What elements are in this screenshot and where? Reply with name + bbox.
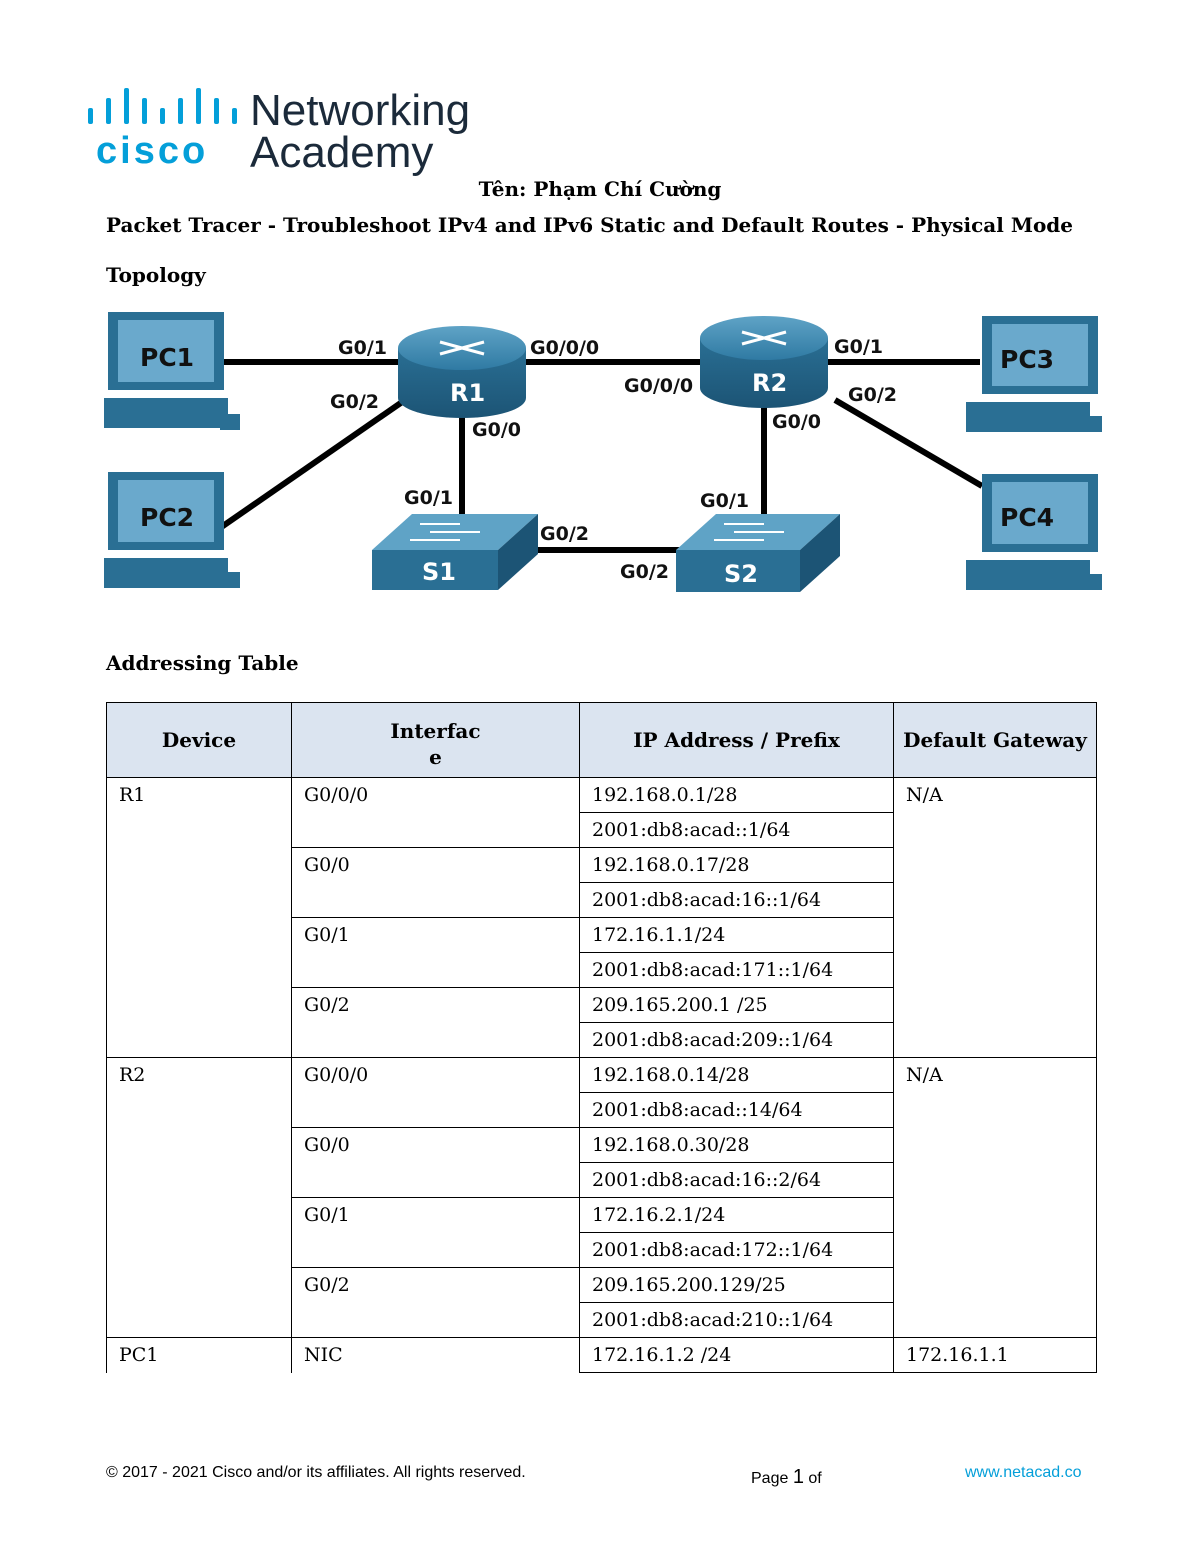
ip-cell: 2001:db8:acad:210::1/64 xyxy=(579,1302,894,1338)
pc3-icon: PC3 xyxy=(966,316,1102,432)
switch-s2-icon: S2 xyxy=(676,514,840,592)
interface-cell: G0/0/0 xyxy=(291,777,580,848)
header-gateway: Default Gateway xyxy=(893,702,1097,778)
gateway-cell: N/A xyxy=(893,1057,1097,1338)
interface-cell: G0/0/0 xyxy=(291,1057,580,1128)
port-r2-g01: G0/1 xyxy=(834,336,883,358)
port-s1-g01: G0/1 xyxy=(404,487,453,509)
table-row: 2001:db8:acad:16::2/64 xyxy=(107,1162,1097,1198)
header-ip: IP Address / Prefix xyxy=(579,702,894,778)
ip-cell: 2001:db8:acad::14/64 xyxy=(579,1092,894,1128)
ip-cell: 192.168.0.30/28 xyxy=(579,1127,894,1163)
port-r2-g000: G0/0/0 xyxy=(624,375,693,397)
port-s2-g01: G0/1 xyxy=(700,490,749,512)
header-interface: Interfac e xyxy=(291,702,580,778)
ip-cell: 2001:db8:acad:172::1/64 xyxy=(579,1232,894,1268)
s2-label: S2 xyxy=(724,560,758,588)
switch-s1-icon: S1 xyxy=(372,514,538,590)
ip-cell: 2001:db8:acad:171::1/64 xyxy=(579,952,894,988)
cisco-wordmark: cisco xyxy=(96,130,209,172)
port-s1-g02: G0/2 xyxy=(540,523,589,545)
page-prefix: Page xyxy=(751,1470,789,1487)
interface-cell: G0/0 xyxy=(291,847,580,918)
pc2-icon: PC2 xyxy=(104,472,240,588)
student-name: Tên: Phạm Chí Cường xyxy=(478,177,722,201)
ip-cell: 209.165.200.129/25 xyxy=(579,1267,894,1303)
brand-academy: Academy xyxy=(250,128,434,177)
ip-cell: 192.168.0.14/28 xyxy=(579,1057,894,1093)
brand-networking: Networking xyxy=(250,86,471,135)
header-device: Device xyxy=(106,702,292,778)
router-r2-icon: R2 xyxy=(700,316,828,408)
ip-cell: 2001:db8:acad::1/64 xyxy=(579,812,894,848)
interface-cell: G0/0 xyxy=(291,1127,580,1198)
port-r1-g00: G0/0 xyxy=(472,419,521,441)
s1-label: S1 xyxy=(422,558,456,586)
page-suffix: of xyxy=(808,1470,822,1487)
table-row: 2001:db8:acad:171::1/64 xyxy=(107,952,1097,988)
table-row: 2001:db8:acad::1/64 xyxy=(107,812,1097,848)
port-r1-g01: G0/1 xyxy=(338,337,387,359)
ip-cell: 192.168.0.17/28 xyxy=(579,847,894,883)
table-row: G0/0 192.168.0.30/28 xyxy=(107,1127,1097,1198)
ip-cell: 2001:db8:acad:16::2/64 xyxy=(579,1162,894,1198)
pc4-icon: PC4 xyxy=(966,474,1102,590)
port-r1-g02: G0/2 xyxy=(330,391,379,413)
cisco-logo xyxy=(88,88,237,124)
interface-cell: G0/2 xyxy=(291,987,580,1058)
port-r2-g02: G0/2 xyxy=(848,384,897,406)
ip-cell: 2001:db8:acad:209::1/64 xyxy=(579,1022,894,1058)
pc3-label: PC3 xyxy=(1000,345,1054,374)
gateway-cell: N/A xyxy=(893,777,1097,1058)
table-row: R1 G0/0/0 192.168.0.1/28 N/A xyxy=(106,777,1097,1058)
footer-copyright: © 2017 - 2021 Cisco and/or its affiliate… xyxy=(106,1464,526,1481)
ip-cell: 209.165.200.1 /25 xyxy=(579,987,894,1023)
footer-page-number: Page 1 of xyxy=(751,1466,822,1489)
ip-cell: 2001:db8:acad:16::1/64 xyxy=(579,882,894,918)
interface-cell: G0/2 xyxy=(291,1267,580,1338)
r1-label: R1 xyxy=(450,379,485,407)
device-cell: PC1 xyxy=(106,1337,292,1373)
ip-cell: 172.16.2.1/24 xyxy=(579,1197,894,1233)
port-s2-g02: G0/2 xyxy=(620,561,669,583)
ip-cell: 192.168.0.1/28 xyxy=(579,777,894,813)
r2-label: R2 xyxy=(752,369,787,397)
table-header-row: Device Interfac e IP Address / Prefix De… xyxy=(106,702,1097,778)
table-row: G0/1 172.16.2.1/24 xyxy=(107,1197,1097,1268)
table-row: 2001:db8:acad:172::1/64 xyxy=(107,1232,1097,1268)
page-num: 1 xyxy=(792,1466,804,1488)
addressing-heading: Addressing Table xyxy=(106,651,299,675)
device-cell: R2 xyxy=(106,1057,292,1338)
table-row: G0/1 172.16.1.1/24 xyxy=(107,917,1097,988)
interface-cell: NIC xyxy=(291,1337,580,1373)
pc1-icon: PC1 xyxy=(104,312,240,430)
table-row: R2 G0/0/0 192.168.0.14/28 N/A xyxy=(106,1057,1097,1338)
gateway-cell: 172.16.1.1 xyxy=(893,1337,1097,1373)
link-r2-pc4 xyxy=(833,397,984,489)
addressing-table: Device Interfac e IP Address / Prefix De… xyxy=(106,702,1097,1373)
footer-url-link[interactable]: www.netacad.co xyxy=(965,1464,1082,1481)
topology-heading: Topology xyxy=(106,263,206,287)
pc2-label: PC2 xyxy=(140,503,194,532)
document-title: Packet Tracer - Troubleshoot IPv4 and IP… xyxy=(106,213,1074,237)
pc1-label: PC1 xyxy=(140,343,194,372)
interface-cell: G0/1 xyxy=(291,1197,580,1268)
interface-cell: G0/1 xyxy=(291,917,580,988)
table-row: 2001:db8:acad:209::1/64 xyxy=(107,1022,1097,1058)
links xyxy=(218,359,984,553)
router-r1-icon: R1 xyxy=(398,326,526,418)
topology-diagram: PC1 PC2 PC3 PC4 R1 R2 xyxy=(104,312,1102,592)
table-row: PC1 NIC 172.16.1.2 /24 172.16.1.1 xyxy=(106,1337,1097,1373)
ip-cell: 172.16.1.1/24 xyxy=(579,917,894,953)
pc4-label: PC4 xyxy=(1000,503,1054,532)
port-r2-g00: G0/0 xyxy=(772,411,821,433)
ip-cell: 172.16.1.2 /24 xyxy=(579,1337,894,1373)
port-r1-g000: G0/0/0 xyxy=(530,337,599,359)
device-cell: R1 xyxy=(106,777,292,1058)
link-pc2-r1 xyxy=(218,397,407,531)
table-row: 2001:db8:acad::14/64 xyxy=(107,1092,1097,1128)
